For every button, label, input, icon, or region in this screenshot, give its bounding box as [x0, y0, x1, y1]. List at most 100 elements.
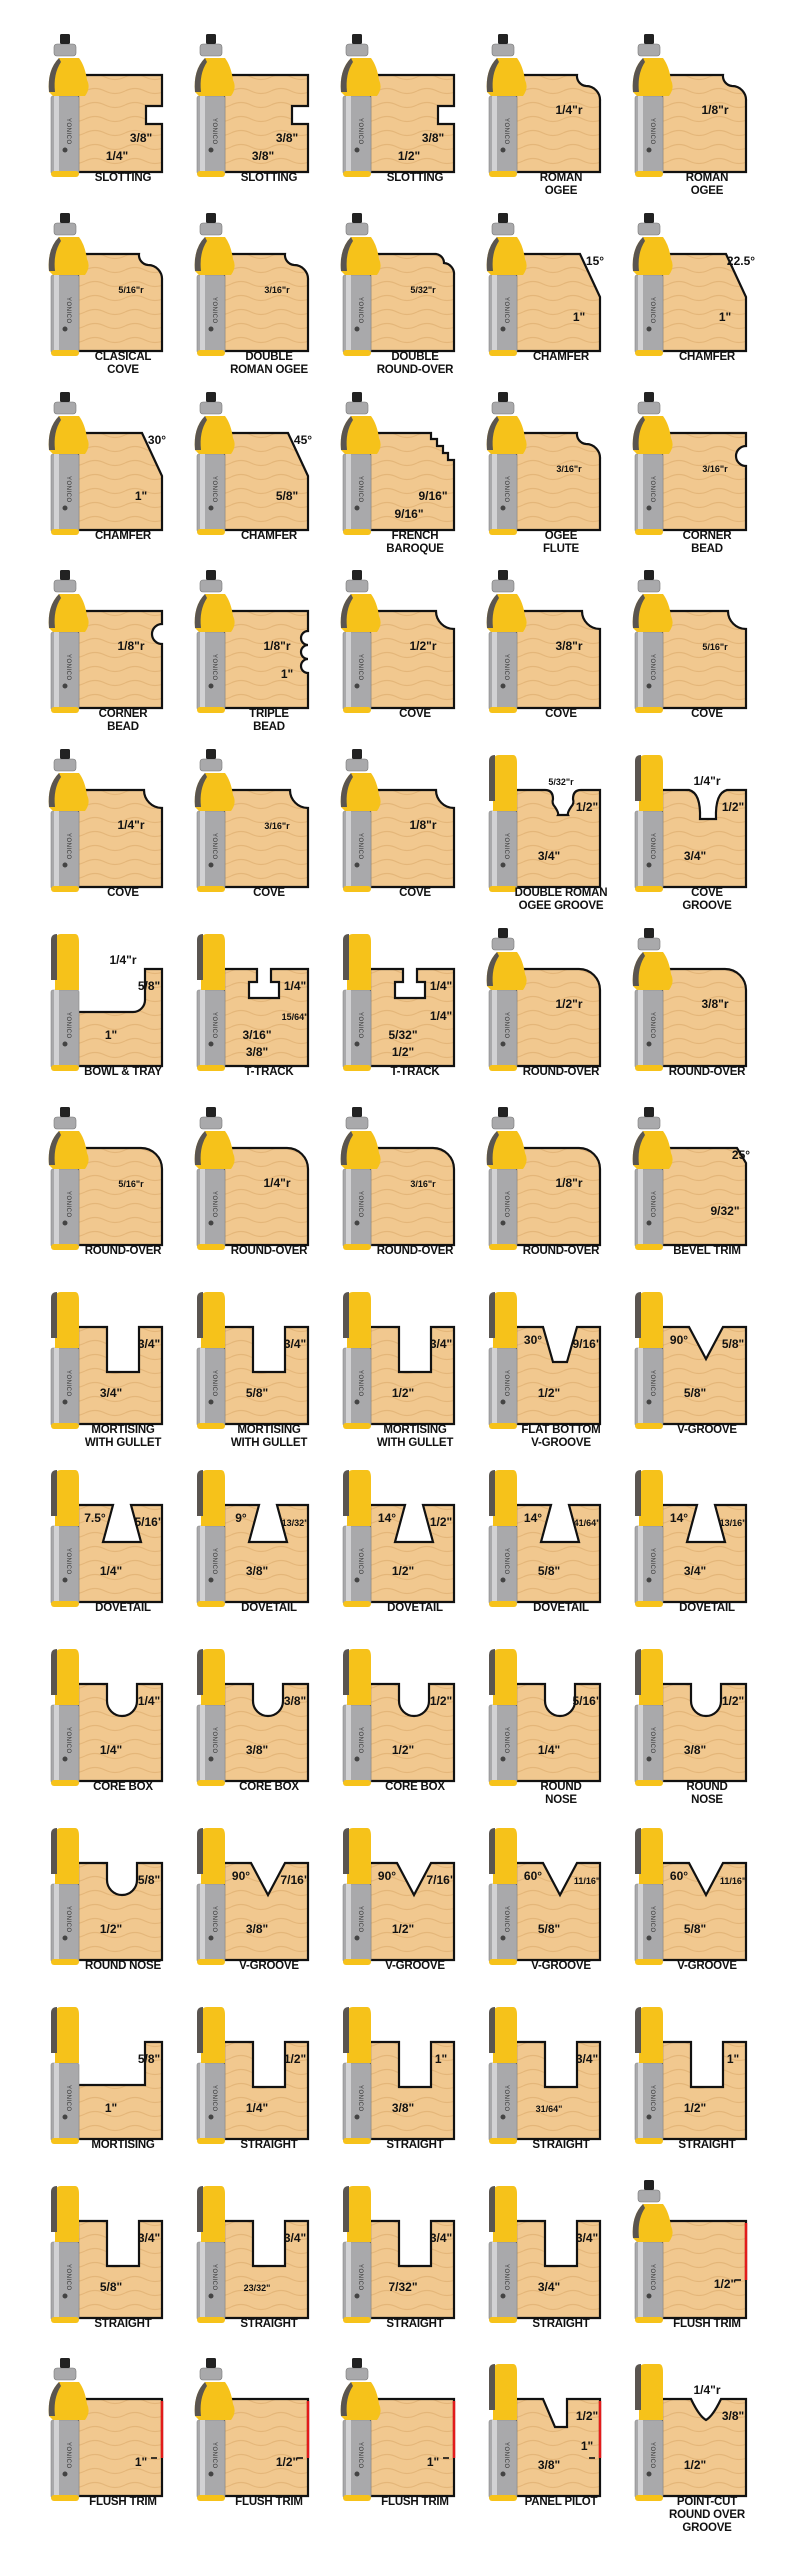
- bit-name-label: STRAIGHT: [94, 2318, 152, 2330]
- brand-logo: YONICO: [357, 2264, 363, 2291]
- brand-logo: YONICO: [211, 1012, 217, 1039]
- router-bit-icon: YONICO: [342, 1470, 372, 1607]
- wood-profile-v-groove: [222, 1861, 310, 1962]
- wood-profile-slot: [76, 73, 164, 174]
- dimension-label: 3/8": [252, 149, 274, 163]
- brand-logo: YONICO: [65, 1370, 71, 1397]
- brand-logo: YONICO: [211, 1548, 217, 1575]
- bearing-icon: [345, 1116, 369, 1130]
- router-bit-icon: YONICO: [194, 749, 235, 892]
- router-bit-icon: YONICO: [340, 2358, 381, 2501]
- dimension-label: 3/8": [130, 131, 152, 145]
- brand-logo: YONICO: [357, 654, 363, 681]
- wood-profile-round-groove: [660, 1682, 748, 1783]
- wood-profile-dovetail: [514, 1503, 602, 1604]
- wood-profile-cove: [368, 609, 456, 710]
- bit-name-label: ROUND-OVER: [84, 1245, 162, 1257]
- bit-name-label: CLASICAL COVE: [94, 351, 152, 376]
- brand-logo: YONICO: [65, 654, 71, 681]
- dimension-label: 5/8": [100, 2280, 122, 2294]
- bit-name-label: ROUND-OVER: [230, 1245, 308, 1257]
- dimension-label: 7/16": [426, 1873, 455, 1887]
- bit-name-label: TRIPLE BEAD: [249, 708, 289, 733]
- dimension-label: 1/4"r: [117, 818, 144, 832]
- bearing-icon: [53, 2367, 77, 2381]
- dimension-label: 9/16": [418, 489, 447, 503]
- bit-name-label: MORTISING WITH GULLET: [84, 1424, 162, 1449]
- wood-profile-bevel: [660, 1146, 748, 1247]
- dimension-label: 1/2": [722, 1694, 744, 1708]
- wood-profile-cove: [514, 609, 602, 710]
- wood-profile-straight: [222, 2219, 310, 2320]
- dimension-label: 3/4": [138, 1337, 160, 1351]
- bearing-icon: [491, 222, 515, 236]
- dimension-label: 1/2": [398, 149, 420, 163]
- dimension-label: 1/2": [392, 1564, 414, 1578]
- wood-profile-baroque: [368, 431, 456, 532]
- dimension-label: 1": [719, 310, 731, 324]
- bearing-icon: [491, 579, 515, 593]
- dimension-label: 3/8": [276, 131, 298, 145]
- bearing-icon: [637, 222, 661, 236]
- dimension-label: 1/4"r: [693, 774, 720, 788]
- dimension-label: 60°: [524, 1869, 542, 1883]
- router-bit-icon: YONICO: [634, 1292, 664, 1429]
- wood-profile-flush: [368, 2397, 456, 2498]
- dimension-label: 1/2": [576, 800, 598, 814]
- dimension-label: 1/4"r: [263, 1176, 290, 1190]
- bearing-icon: [53, 222, 77, 236]
- bit-name-label: STRAIGHT: [386, 2318, 444, 2330]
- bit-name-label: T-TRACK: [244, 1066, 294, 1078]
- bearing-icon: [53, 758, 77, 772]
- wood-profile-round-groove: [76, 1682, 164, 1783]
- dimension-label: 1": [435, 2052, 447, 2066]
- wood-profile-roundover: [514, 1146, 602, 1247]
- brand-logo: YONICO: [357, 1370, 363, 1397]
- dimension-label: 15°: [586, 254, 604, 268]
- wood-profile-straight: [76, 1325, 164, 1426]
- brand-logo: YONICO: [649, 118, 655, 145]
- bearing-icon: [345, 579, 369, 593]
- dimension-label: 1": [105, 1028, 117, 1042]
- bearing-icon: [637, 43, 661, 57]
- dimension-label: 5/8": [138, 979, 160, 993]
- dimension-label: 1": [135, 2455, 147, 2469]
- bearing-icon: [53, 1116, 77, 1130]
- router-bit-icon: YONICO: [50, 1470, 80, 1607]
- wood-profile-dovetail: [76, 1503, 164, 1604]
- dimension-label: 1/2": [430, 1515, 452, 1529]
- dimension-label: 3/4": [538, 849, 560, 863]
- router-bit-icon: YONICO: [48, 392, 89, 535]
- wood-profile-ogee: [222, 252, 310, 353]
- wood-profile-bead: [660, 431, 748, 532]
- dimension-label: 7/16": [280, 1873, 309, 1887]
- wood-profile-v-groove: [660, 1861, 748, 1962]
- router-bit-icon: YONICO: [634, 1828, 664, 1965]
- dimension-label: 1/8"r: [409, 818, 436, 832]
- dimension-label: 11/16": [720, 1876, 746, 1886]
- bit-name-label: ROUND-OVER: [376, 1245, 454, 1257]
- bearing-icon: [199, 43, 223, 57]
- bearing-icon: [53, 401, 77, 415]
- brand-logo: YONICO: [211, 1370, 217, 1397]
- dimension-label: 13/32": [282, 1518, 309, 1528]
